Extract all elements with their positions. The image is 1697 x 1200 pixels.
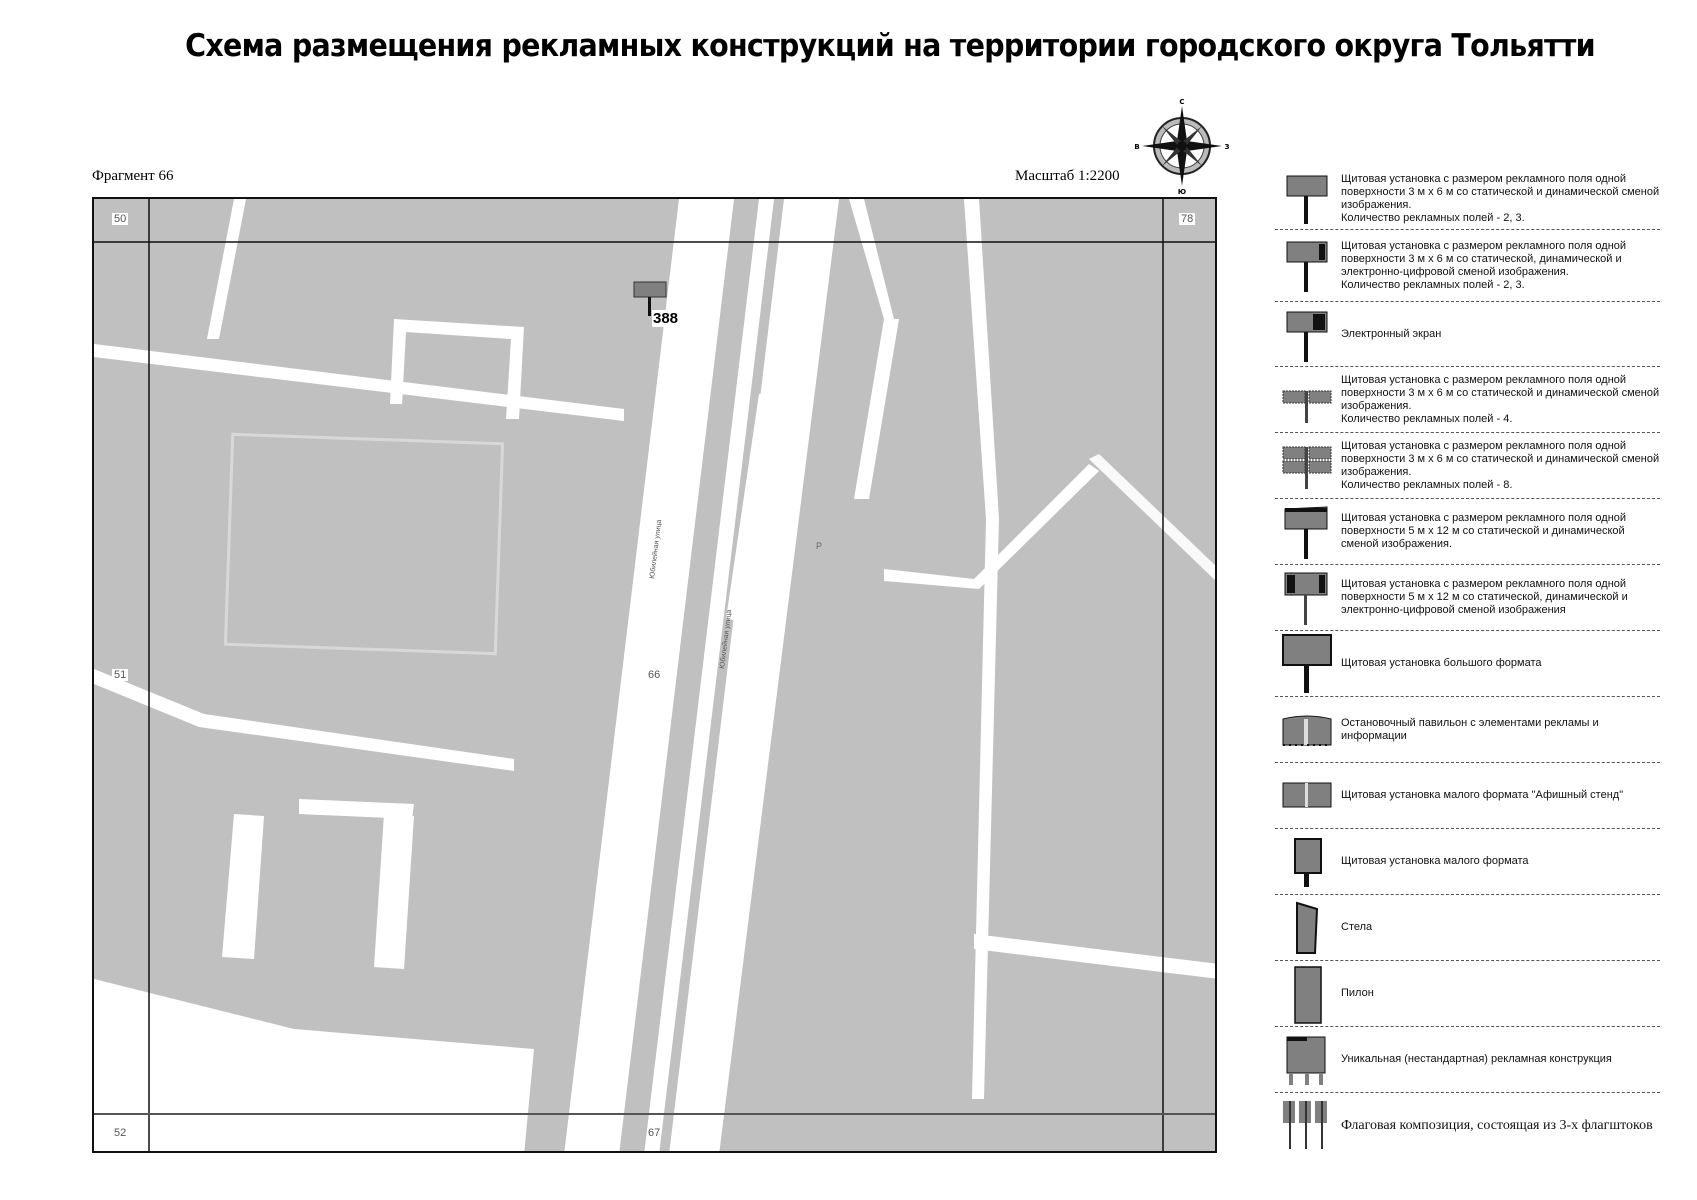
- bus-stop-pavilion-icon: [1275, 697, 1337, 762]
- billboard-3x6-digital-icon: [1275, 230, 1337, 301]
- stela-icon: [1275, 895, 1337, 960]
- pylon-icon: [1275, 961, 1337, 1026]
- legend-item: Уникальная (нестандартная) рекламная кон…: [1275, 1027, 1660, 1093]
- legend-item: Флаговая композиция, состоящая из 3-х фл…: [1275, 1093, 1660, 1159]
- electronic-screen-icon: [1275, 302, 1337, 366]
- grid-number: 66: [648, 669, 661, 681]
- grid-number: 67: [648, 1127, 661, 1139]
- marker-number-388[interactable]: 388: [652, 310, 680, 327]
- billboard-3x6-four-fields-icon: [1275, 367, 1337, 432]
- legend-item: Стела: [1275, 895, 1660, 961]
- compass-rose-icon: С Ю В З: [1132, 98, 1232, 196]
- billboard-5x12-digital-icon: [1275, 565, 1337, 630]
- billboard-3x6-static-icon: [1275, 168, 1337, 229]
- scale-label: Масштаб 1:2200: [1015, 168, 1120, 184]
- billboard-marker-388[interactable]: [633, 281, 667, 316]
- legend-item: Остановочный павильон с элементами рекла…: [1275, 697, 1660, 763]
- billboard-5x12-static-icon: [1275, 499, 1337, 564]
- legend-item: Щитовая установка с размером рекламного …: [1275, 565, 1660, 631]
- map-fragment[interactable]: Юбилейная улица Юбилейная улица P 50 78 …: [92, 197, 1217, 1153]
- flag-composition-icon: [1275, 1093, 1337, 1159]
- compass-east: З: [1225, 143, 1230, 151]
- billboard-3x6-eight-fields-icon: [1275, 433, 1337, 498]
- legend: Щитовая установка с размером рекламного …: [1275, 168, 1660, 1159]
- compass-west: В: [1134, 143, 1139, 151]
- grid-number: 52: [114, 1127, 127, 1139]
- legend-item: Щитовая установка с размером рекламного …: [1275, 499, 1660, 565]
- legend-item: Щитовая установка малого формата "Афишны…: [1275, 763, 1660, 829]
- legend-item: Щитовая установка с размером рекламного …: [1275, 433, 1660, 499]
- map-canvas: Юбилейная улица Юбилейная улица P: [94, 199, 1215, 1151]
- unique-construction-icon: [1275, 1027, 1337, 1092]
- small-format-billboard-icon: [1275, 829, 1337, 894]
- compass-south: Ю: [1178, 188, 1186, 194]
- legend-item: Щитовая установка с размером рекламного …: [1275, 230, 1660, 302]
- grid-number: 50: [112, 213, 129, 225]
- legend-item: Щитовая установка с размером рекламного …: [1275, 367, 1660, 433]
- legend-item: Щитовая установка малого формата: [1275, 829, 1660, 895]
- compass-north: С: [1179, 98, 1184, 106]
- grid-number: 51: [112, 669, 129, 681]
- fragment-label: Фрагмент 66: [92, 168, 174, 184]
- grid-number: 78: [1179, 213, 1196, 225]
- parking-label: P: [816, 541, 822, 551]
- legend-item: Щитовая установка с размером рекламного …: [1275, 168, 1660, 230]
- large-format-billboard-icon: [1275, 631, 1337, 696]
- legend-item: Пилон: [1275, 961, 1660, 1027]
- legend-item: Щитовая установка большого формата: [1275, 631, 1660, 697]
- page-title: Схема размещения рекламных конструкций н…: [185, 28, 1595, 64]
- legend-item: Электронный экран: [1275, 302, 1660, 367]
- poster-stand-icon: [1275, 763, 1337, 828]
